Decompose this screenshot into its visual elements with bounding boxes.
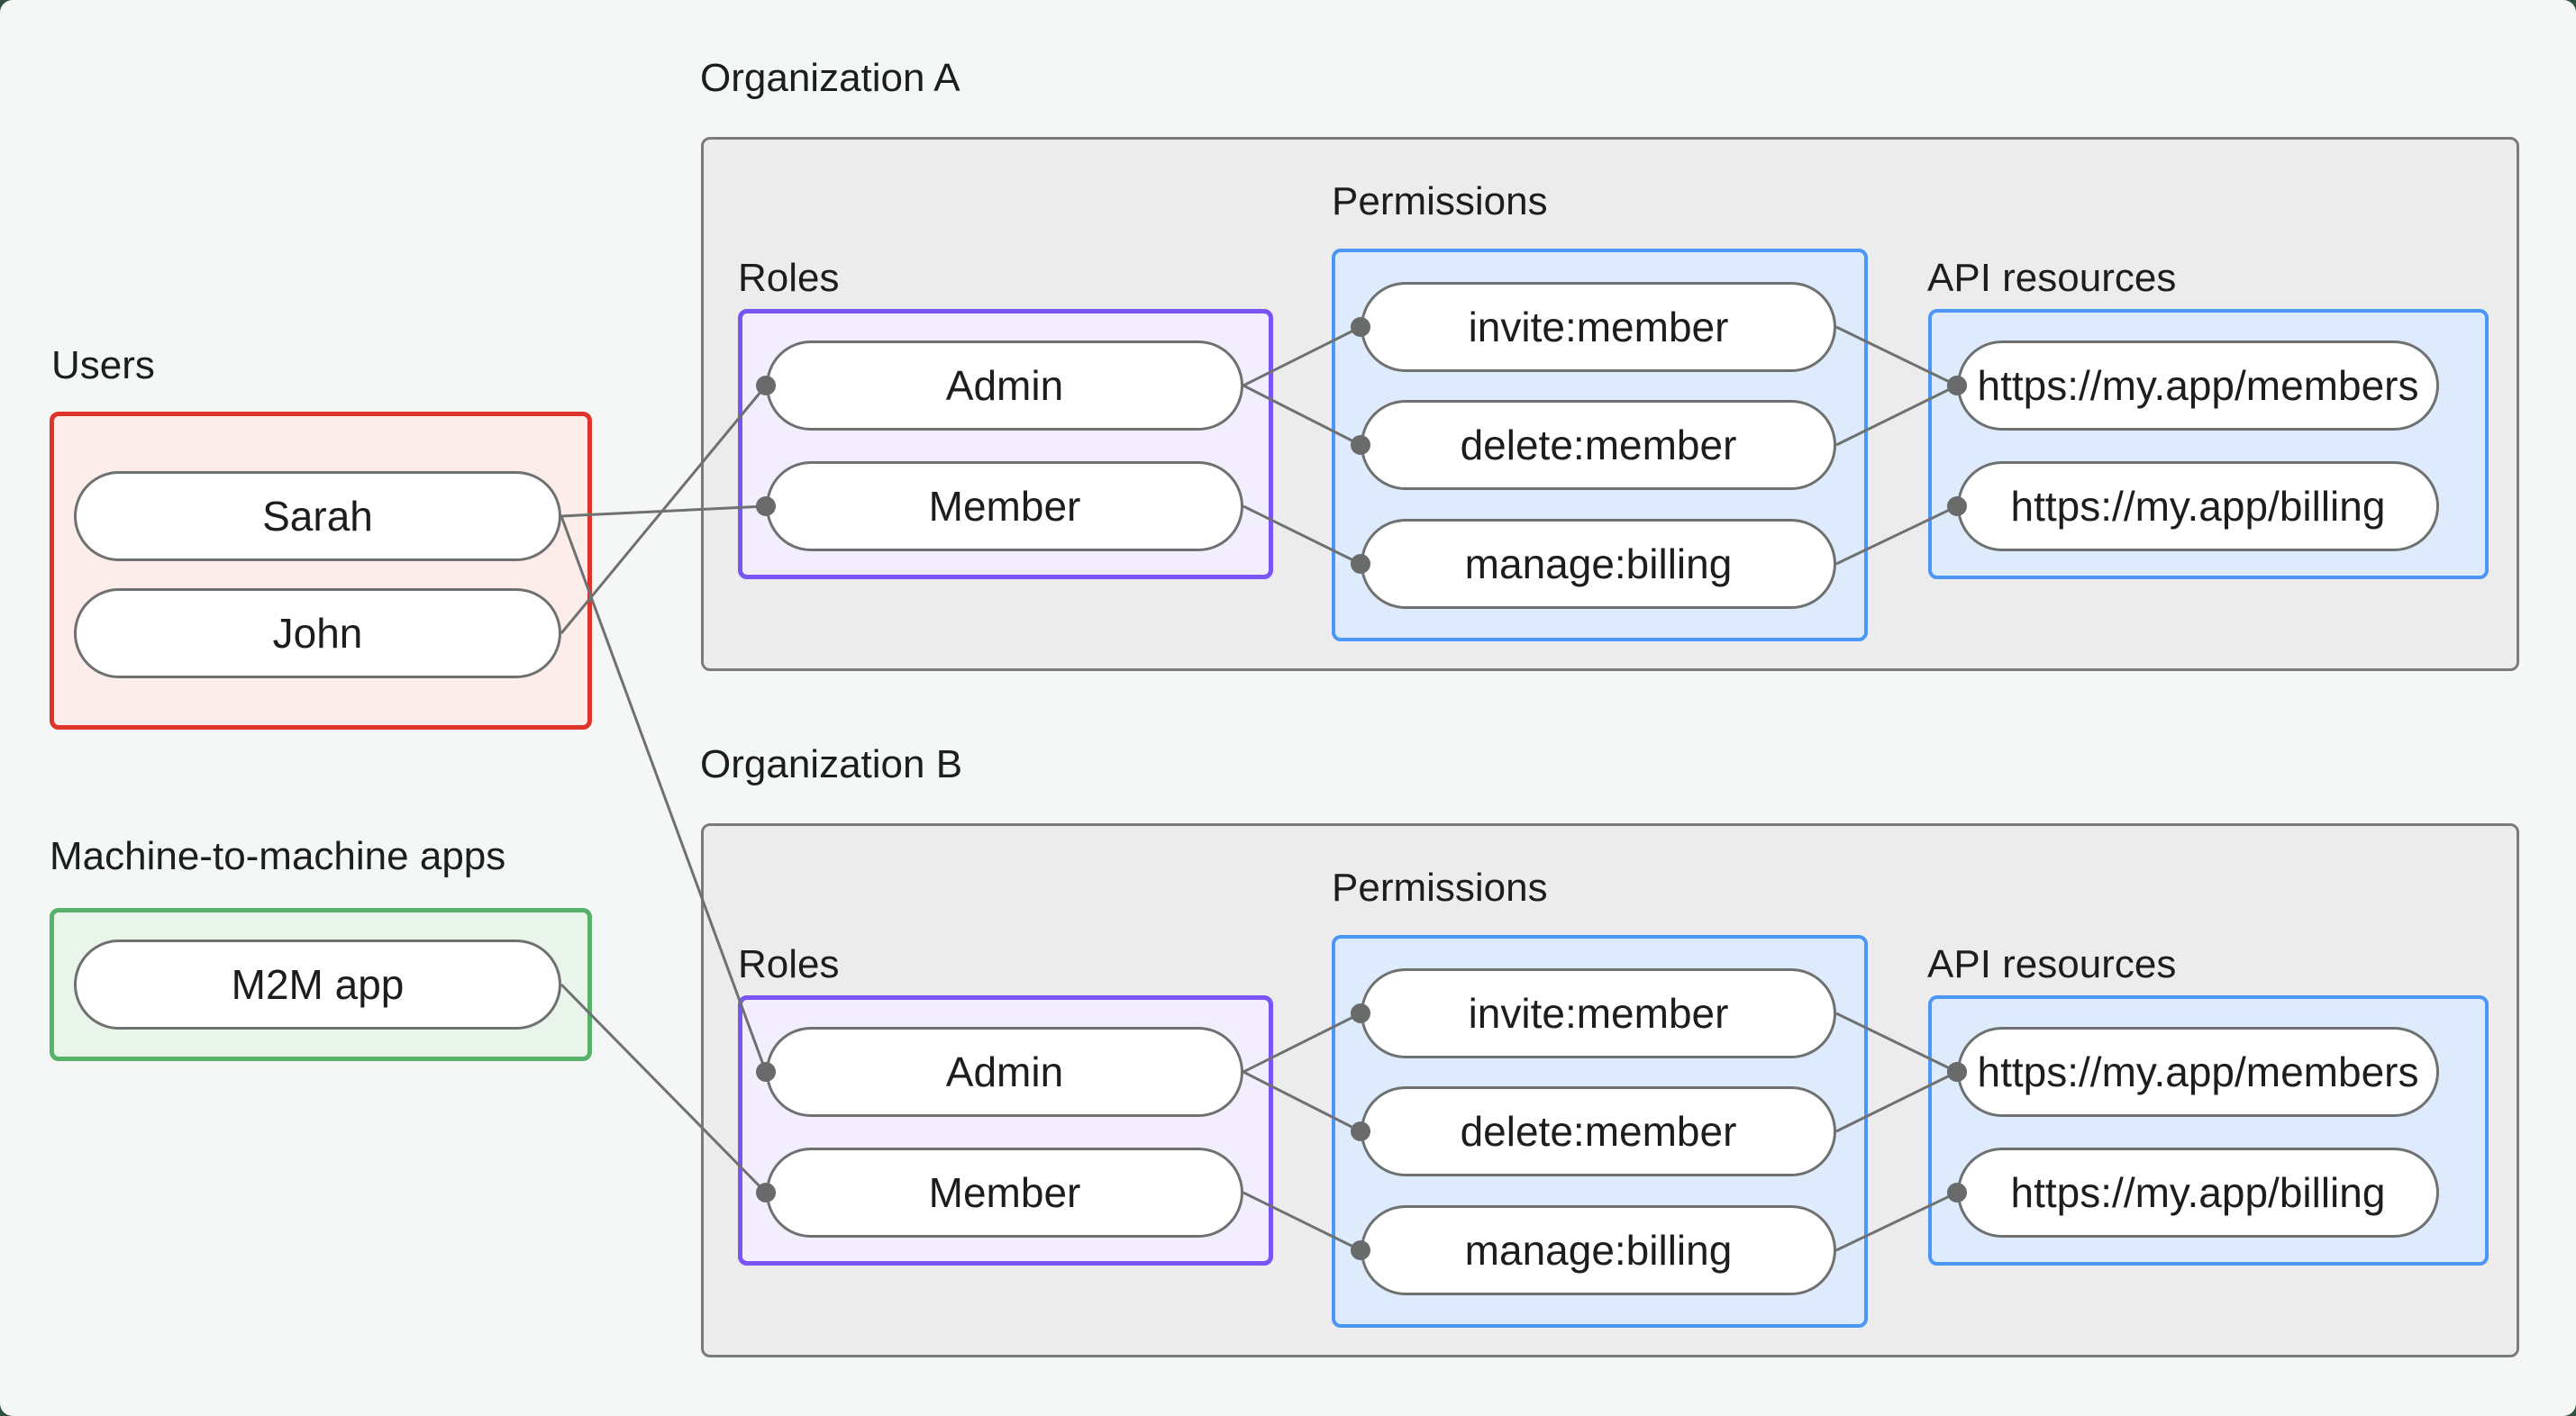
org-b-permissions-label: Permissions [1332, 866, 1548, 910]
org-b-api-resources-label: API resources [1927, 942, 2177, 986]
node-org-a-perm-manage: manage:billing [1361, 519, 1836, 609]
node-org-a-perm-invite: invite:member [1361, 282, 1836, 372]
node-org-a-api-members: https://my.app/members [1957, 340, 2439, 431]
node-org-a-role-admin: Admin [766, 340, 1243, 431]
org-a-roles-label: Roles [738, 256, 840, 300]
org-a-api-resources-label: API resources [1927, 256, 2177, 300]
m2m-section-label: Machine-to-machine apps [50, 834, 506, 878]
node-user-sarah: Sarah [74, 471, 561, 561]
node-org-b-role-admin: Admin [766, 1027, 1243, 1117]
node-org-b-role-member: Member [766, 1148, 1243, 1238]
node-org-a-perm-delete: delete:member [1361, 400, 1836, 490]
org-b-roles-label: Roles [738, 942, 840, 986]
node-org-b-perm-delete: delete:member [1361, 1086, 1836, 1176]
node-org-b-api-members: https://my.app/members [1957, 1027, 2439, 1117]
node-org-b-api-billing: https://my.app/billing [1957, 1148, 2439, 1238]
org-b-title: Organization B [700, 742, 963, 786]
org-a-permissions-label: Permissions [1332, 179, 1548, 223]
node-org-a-api-billing: https://my.app/billing [1957, 461, 2439, 551]
node-org-a-role-member: Member [766, 461, 1243, 551]
org-a-title: Organization A [700, 56, 960, 100]
node-m2m-app: M2M app [74, 939, 561, 1030]
node-user-john: John [74, 588, 561, 678]
node-org-b-perm-invite: invite:member [1361, 968, 1836, 1058]
users-group-box [50, 412, 592, 730]
node-org-b-perm-manage: manage:billing [1361, 1205, 1836, 1295]
users-section-label: Users [51, 343, 155, 387]
